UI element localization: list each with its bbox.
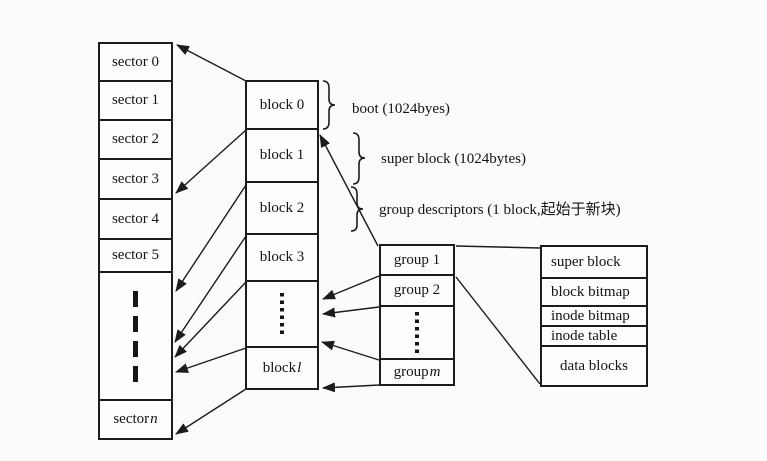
block-column: block 0 block 1 block 2 block 3 block l — [245, 80, 319, 390]
detail-label: super block — [551, 253, 621, 270]
block-label: block 0 — [259, 96, 305, 113]
block-ellipsis-cell — [247, 282, 317, 348]
block-cell: block 1 — [247, 130, 317, 183]
sector-label: sector 5 — [111, 247, 160, 263]
sector-cell-n: sector n — [100, 401, 171, 438]
group-to-block-arrow — [322, 306, 380, 318]
block-cell: block 2 — [247, 183, 317, 235]
block-index-variable: l — [297, 359, 302, 376]
group-index-variable: m — [429, 363, 441, 380]
detail-label: inode bitmap — [551, 307, 630, 324]
group-detail-column: super block block bitmap inode bitmap in… — [540, 245, 648, 387]
brace-super-block-icon — [352, 132, 366, 185]
block-label: block 1 — [259, 147, 305, 163]
sector-label: sector 1 — [111, 92, 160, 108]
block-cell: block 0 — [247, 82, 317, 130]
brace-boot-icon — [322, 80, 336, 130]
group-cell-m: group m — [381, 360, 453, 384]
block-to-sector-arrow — [176, 44, 247, 82]
vertical-dot-ellipsis-icon — [280, 293, 284, 335]
block-to-sector-arrow — [175, 347, 247, 373]
annotation-group-descriptors: group descriptors (1 block,起始于新块) — [379, 202, 621, 218]
sector-label: sector — [113, 411, 150, 427]
detail-label: block bitmap — [551, 283, 630, 300]
sector-label: sector 0 — [111, 53, 160, 70]
block-to-sector-arrow — [175, 184, 247, 292]
sector-label: sector 3 — [111, 170, 160, 187]
detail-cell-inode-bitmap: inode bitmap — [542, 307, 646, 327]
block-label: block — [262, 359, 297, 376]
sector-cell: sector 2 — [100, 121, 171, 160]
block-to-sector-arrow — [175, 129, 247, 194]
detail-cell-inode-table: inode table — [542, 327, 646, 347]
vertical-dot-ellipsis-icon — [415, 311, 419, 354]
detail-label: inode table — [551, 327, 618, 344]
group1-detail-connector-top — [455, 245, 541, 249]
detail-cell-block-bitmap: block bitmap — [542, 279, 646, 307]
block-cell-l: block l — [247, 348, 317, 388]
sector-cell: sector 4 — [100, 200, 171, 240]
block-to-sector-arrow — [175, 388, 247, 435]
block-cell: block 3 — [247, 235, 317, 282]
sector-ellipsis-cell — [100, 273, 171, 401]
group-to-block-arrow — [322, 382, 380, 393]
sector-label: sector 4 — [111, 210, 160, 227]
block-to-sector-arrow — [174, 235, 247, 343]
group-cell: group 2 — [381, 276, 453, 307]
sector-cell: sector 0 — [100, 44, 171, 82]
group-label: group 2 — [393, 282, 441, 298]
group-column: group 1 group 2 group m — [379, 244, 455, 386]
vertical-dash-ellipsis-icon — [133, 290, 138, 382]
block-label: block 2 — [259, 199, 305, 216]
sector-column: sector 0 sector 1 sector 2 sector 3 sect… — [98, 42, 173, 440]
sector-cell: sector 3 — [100, 160, 171, 200]
block-label: block 3 — [259, 249, 305, 265]
brace-group-descriptors-icon — [350, 186, 364, 232]
annotation-super-block: super block (1024bytes) — [381, 151, 526, 167]
detail-cell-data-blocks: data blocks — [542, 347, 646, 385]
detail-cell-super-block: super block — [542, 247, 646, 279]
group-to-block-arrow — [322, 275, 380, 300]
group1-detail-connector-bottom — [455, 276, 541, 385]
sector-cell: sector 5 — [100, 240, 171, 273]
detail-label: data blocks — [560, 357, 628, 374]
block-to-sector-arrow — [174, 281, 247, 358]
group-cell: group 1 — [381, 246, 453, 276]
group1-to-block-boundary-arrow — [319, 134, 379, 247]
group-to-block-arrow — [321, 340, 380, 361]
sector-cell: sector 1 — [100, 82, 171, 121]
group-label: group — [393, 363, 429, 380]
group-ellipsis-cell — [381, 307, 453, 360]
group-label: group 1 — [393, 251, 441, 268]
sector-label: sector 2 — [111, 131, 160, 147]
sector-index-variable: n — [150, 411, 158, 427]
annotation-boot: boot (1024byes) — [352, 101, 450, 117]
